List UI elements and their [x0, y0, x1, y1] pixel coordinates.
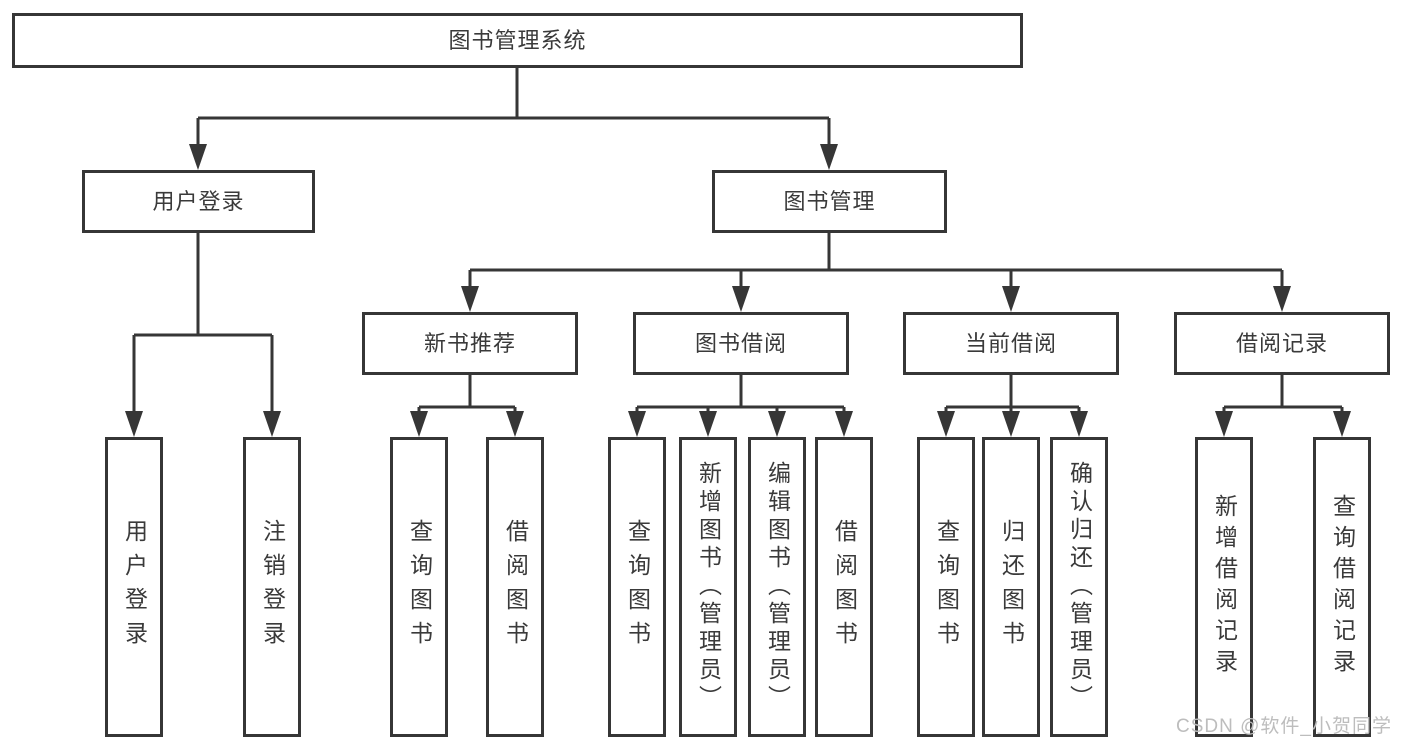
- node-new-book-recommend: 新书推荐: [362, 312, 578, 375]
- node-current-borrowing: 当前借阅: [903, 312, 1119, 375]
- leaf-edit-book-admin: 编辑图书（管理员）: [748, 437, 806, 737]
- leaf-borrow-books-recommend: 借阅图书: [486, 437, 544, 737]
- arrowhead-icons: [125, 144, 1351, 437]
- leaf-add-book-admin: 新增图书（管理员）: [679, 437, 737, 737]
- node-library-system: 图书管理系统: [12, 13, 1023, 68]
- leaf-add-borrow-record: 新增借阅记录: [1195, 437, 1253, 737]
- leaf-confirm-return-admin: 确认归还（管理员）: [1050, 437, 1108, 737]
- leaf-return-books: 归还图书: [982, 437, 1040, 737]
- csdn-watermark: CSDN @软件_小贺同学: [1176, 716, 1392, 737]
- leaf-query-borrow-record: 查询借阅记录: [1313, 437, 1371, 737]
- leaf-user-login: 用户登录: [105, 437, 163, 737]
- node-borrowing-records: 借阅记录: [1174, 312, 1390, 375]
- leaf-query-books-current: 查询图书: [917, 437, 975, 737]
- leaf-query-books-recommend: 查询图书: [390, 437, 448, 737]
- node-book-management: 图书管理: [712, 170, 947, 233]
- node-book-borrowing: 图书借阅: [633, 312, 849, 375]
- leaf-query-books-borrowing: 查询图书: [608, 437, 666, 737]
- node-user-login: 用户登录: [82, 170, 315, 233]
- leaf-logout: 注销登录: [243, 437, 301, 737]
- leaf-borrow-books-borrowing: 借阅图书: [815, 437, 873, 737]
